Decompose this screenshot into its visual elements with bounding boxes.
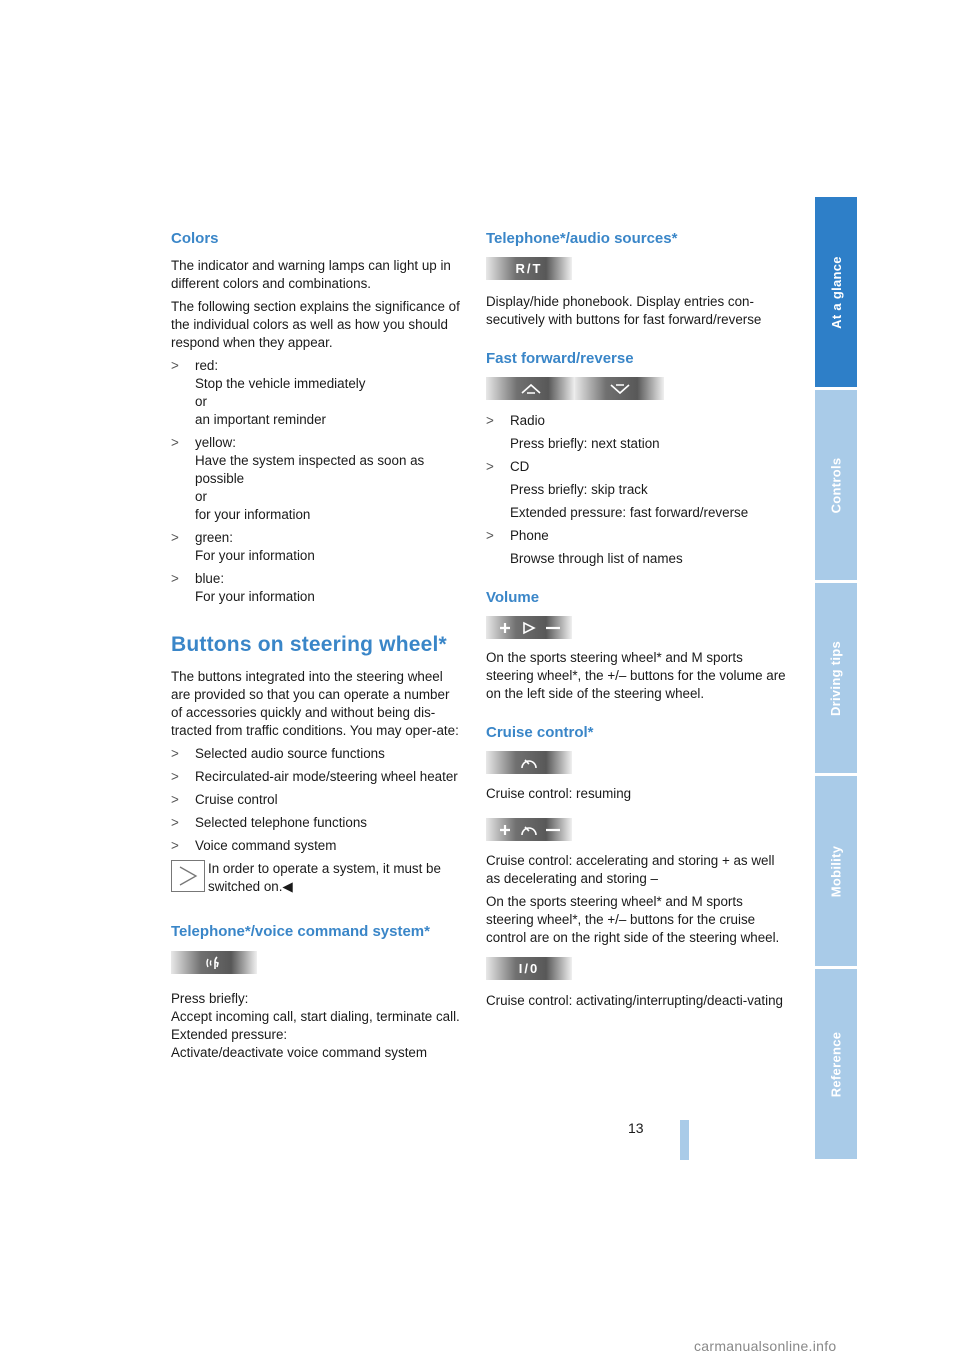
cruise-plus-minus-button-image bbox=[486, 818, 572, 841]
list-item: > Voice command system bbox=[171, 838, 337, 853]
bullet-icon: > bbox=[486, 459, 494, 474]
fast-forward-button-image bbox=[486, 377, 575, 400]
note-box: In order to operate a system, it must be… bbox=[171, 860, 463, 896]
bullet-icon: > bbox=[171, 530, 179, 545]
list-item-green: > green: For your information bbox=[171, 530, 315, 563]
bullet-icon: > bbox=[171, 815, 179, 830]
bullet-icon: > bbox=[171, 746, 179, 761]
arrow-up-icon bbox=[520, 383, 541, 394]
ff-buttons-image bbox=[486, 377, 786, 400]
cruise-plus-minus-icon bbox=[500, 824, 560, 835]
io-button-image: I/0 bbox=[486, 957, 572, 980]
arrow-down-icon bbox=[609, 383, 630, 394]
voice-heading: Telephone*/voice command system* bbox=[171, 923, 430, 940]
right-column: Telephone*/audio sources* R/T Display/hi… bbox=[486, 228, 786, 1015]
note-triangle-icon bbox=[171, 860, 205, 892]
list-item: > Selected audio source functions bbox=[171, 746, 385, 761]
audio-heading: Telephone*/audio sources* bbox=[486, 230, 678, 247]
list-item-radio: > Radio bbox=[486, 413, 545, 428]
page-number: 13 bbox=[628, 1120, 644, 1136]
page-marker-bar bbox=[680, 1120, 689, 1160]
colors-paragraph-2: The following section explains the signi… bbox=[171, 299, 460, 350]
radio-sub-text: Press briefly: next station bbox=[510, 436, 660, 451]
sidebar-tab-mobility[interactable]: Mobility bbox=[815, 776, 857, 966]
list-item-cd: > CD bbox=[486, 459, 530, 474]
bullet-icon: > bbox=[171, 792, 179, 807]
cruise-activate-text: Cruise control: activating/interrupting/… bbox=[486, 993, 783, 1008]
reverse-button-image bbox=[575, 377, 664, 400]
list-item: > Cruise control bbox=[171, 792, 278, 807]
note-text: In order to operate a system, it must be… bbox=[208, 861, 441, 894]
rt-button-image: R/T bbox=[486, 257, 572, 280]
list-item-blue: > blue: For your information bbox=[171, 571, 315, 604]
voice-command-icon bbox=[206, 955, 219, 969]
buttons-heading: Buttons on steering wheel* bbox=[171, 633, 447, 656]
bullet-icon: > bbox=[171, 571, 179, 586]
list-item: > Selected telephone functions bbox=[171, 815, 367, 830]
sidebar-tab-driving-tips[interactable]: Driving tips bbox=[815, 583, 857, 773]
sidebar-tab-at-a-glance[interactable]: At a glance bbox=[815, 197, 857, 387]
voice-button-image bbox=[171, 951, 257, 974]
colors-heading: Colors bbox=[171, 230, 219, 247]
volume-heading: Volume bbox=[486, 589, 540, 606]
cruise-resume-button-image bbox=[486, 751, 572, 774]
cd-sub-text-2: Extended pressure: fast forward/reverse bbox=[510, 505, 749, 520]
cruise-heading: Cruise control* bbox=[486, 724, 594, 741]
cruise-resume-text: Cruise control: resuming bbox=[486, 786, 632, 801]
volume-plus-minus-icon bbox=[500, 621, 560, 634]
sidebar-tab-controls[interactable]: Controls bbox=[815, 390, 857, 580]
colors-paragraph-1: The indicator and warning lamps can ligh… bbox=[171, 258, 451, 291]
cruise-accel-text: Cruise control: accelerating and storing… bbox=[486, 853, 775, 886]
watermark[interactable]: carmanualsonline.info bbox=[694, 1338, 837, 1354]
cruise-sports-text: On the sports steering wheel* and M spor… bbox=[486, 894, 780, 945]
speedometer-icon bbox=[521, 758, 537, 768]
section-sidebar: At a glance Controls Driving tips Mobili… bbox=[815, 197, 857, 1161]
audio-text: Display/hide phonebook. Display entries … bbox=[486, 294, 762, 327]
bullet-icon: > bbox=[486, 413, 494, 428]
list-item-red: > red: Stop the vehicle immediately or a… bbox=[171, 358, 366, 427]
bullet-icon: > bbox=[171, 769, 179, 784]
list-item-phone: > Phone bbox=[486, 528, 549, 543]
bullet-icon: > bbox=[486, 528, 494, 543]
sidebar-tab-reference[interactable]: Reference bbox=[815, 969, 857, 1159]
phone-sub-text: Browse through list of names bbox=[510, 551, 683, 566]
bullet-icon: > bbox=[171, 435, 179, 450]
buttons-intro: The buttons integrated into the steering… bbox=[171, 669, 459, 738]
bullet-icon: > bbox=[171, 358, 179, 373]
left-column: Colors The indicator and warning lamps c… bbox=[171, 228, 463, 1067]
ff-heading: Fast forward/reverse bbox=[486, 350, 634, 367]
volume-text: On the sports steering wheel* and M spor… bbox=[486, 650, 786, 701]
cd-sub-text-1: Press briefly: skip track bbox=[510, 482, 648, 497]
list-item-yellow: > yellow: Have the system inspected as s… bbox=[171, 435, 425, 522]
volume-button-image bbox=[486, 616, 572, 639]
voice-text: Press briefly: Accept incoming call, sta… bbox=[171, 991, 460, 1060]
list-item: > Recirculated-air mode/steering wheel h… bbox=[171, 769, 458, 784]
bullet-icon: > bbox=[171, 838, 179, 853]
